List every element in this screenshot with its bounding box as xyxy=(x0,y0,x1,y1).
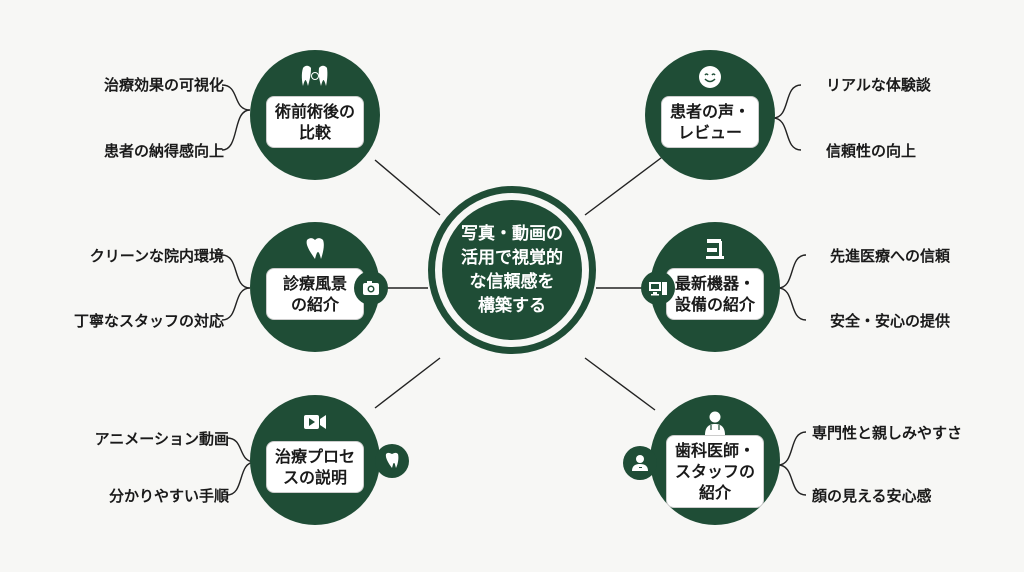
leaf-text: 専門性と親しみやすさ xyxy=(812,424,963,442)
video-icon xyxy=(304,415,326,429)
label-line: 診療風景 xyxy=(282,274,347,293)
node-label: 最新機器・ 設備の紹介 xyxy=(666,268,764,320)
node-staff-intro: 歯科医師・ スタッフの 紹介 xyxy=(650,395,780,525)
leaf-text: 治療効果の可視化 xyxy=(103,76,224,94)
label-line: 術前術後の xyxy=(274,102,355,121)
leaf-text: リアルな体験談 xyxy=(826,76,931,94)
leaf-text: 安全・安心の提供 xyxy=(830,312,951,330)
teeth-compare-icon xyxy=(301,65,328,86)
node-clinic-scenes: 診療風景 の紹介 xyxy=(250,222,380,352)
node-treatment-process: 治療プロセ スの説明 xyxy=(250,395,380,525)
center-line: 写真・動画の xyxy=(461,224,563,244)
label-line: 歯科医師・ xyxy=(674,441,755,460)
label-line: スタッフの xyxy=(674,462,755,481)
computer-icon xyxy=(649,282,667,296)
leaf-text: 患者の納得感向上 xyxy=(103,142,224,160)
leaf-text: アニメーション動画 xyxy=(94,430,229,448)
leaf-text: クリーンな院内環境 xyxy=(89,247,224,265)
center-line: 活用で視覚的 xyxy=(461,248,563,268)
label-line: 紹介 xyxy=(698,483,731,502)
satellite-computer xyxy=(641,271,675,305)
leaf-text: 分かりやすい手順 xyxy=(108,487,229,505)
camera-icon xyxy=(363,281,379,295)
label-line: 治療プロセ xyxy=(274,447,355,466)
satellite-tooth xyxy=(375,444,409,478)
leaf-text: 信頼性の向上 xyxy=(826,142,917,160)
label-line: 比較 xyxy=(298,123,331,142)
label-line: 設備の紹介 xyxy=(674,295,755,314)
node-label: 患者の声・ レビュー xyxy=(661,96,759,148)
doctor-icon xyxy=(705,411,725,435)
center-line: 構築する xyxy=(478,296,546,316)
center-line: な信頼感を xyxy=(469,272,555,292)
leaf-text: 先進医療への信頼 xyxy=(830,247,951,265)
label-line: の紹介 xyxy=(290,295,339,314)
label-line: 最新機器・ xyxy=(674,274,755,293)
center-title: 写真・動画の 活用で視覚的 な信頼感を 構築する xyxy=(442,222,582,318)
node-label: 治療プロセ スの説明 xyxy=(266,441,364,493)
node-label: 歯科医師・ スタッフの 紹介 xyxy=(666,435,764,508)
label-line: 患者の声・ xyxy=(669,102,750,121)
leaf-text: 顔の見える安心感 xyxy=(812,487,932,505)
satellite-person xyxy=(623,446,657,480)
dental-chair-icon xyxy=(706,239,724,259)
tooth-icon xyxy=(385,452,399,468)
label-line: スの説明 xyxy=(282,468,347,487)
label-line: レビュー xyxy=(677,123,742,142)
tooth-icon xyxy=(306,238,324,259)
node-label: 術前術後の 比較 xyxy=(266,96,364,148)
satellite-camera xyxy=(354,271,388,305)
leaf-text: 丁寧なスタッフの対応 xyxy=(73,312,224,330)
center-node xyxy=(442,200,582,340)
smiley-icon xyxy=(699,66,721,88)
node-label: 診療風景 の紹介 xyxy=(266,268,364,320)
node-before-after: 術前術後の 比較 xyxy=(250,50,380,180)
node-patient-reviews: 患者の声・ レビュー xyxy=(645,50,775,180)
person-icon xyxy=(632,455,648,471)
